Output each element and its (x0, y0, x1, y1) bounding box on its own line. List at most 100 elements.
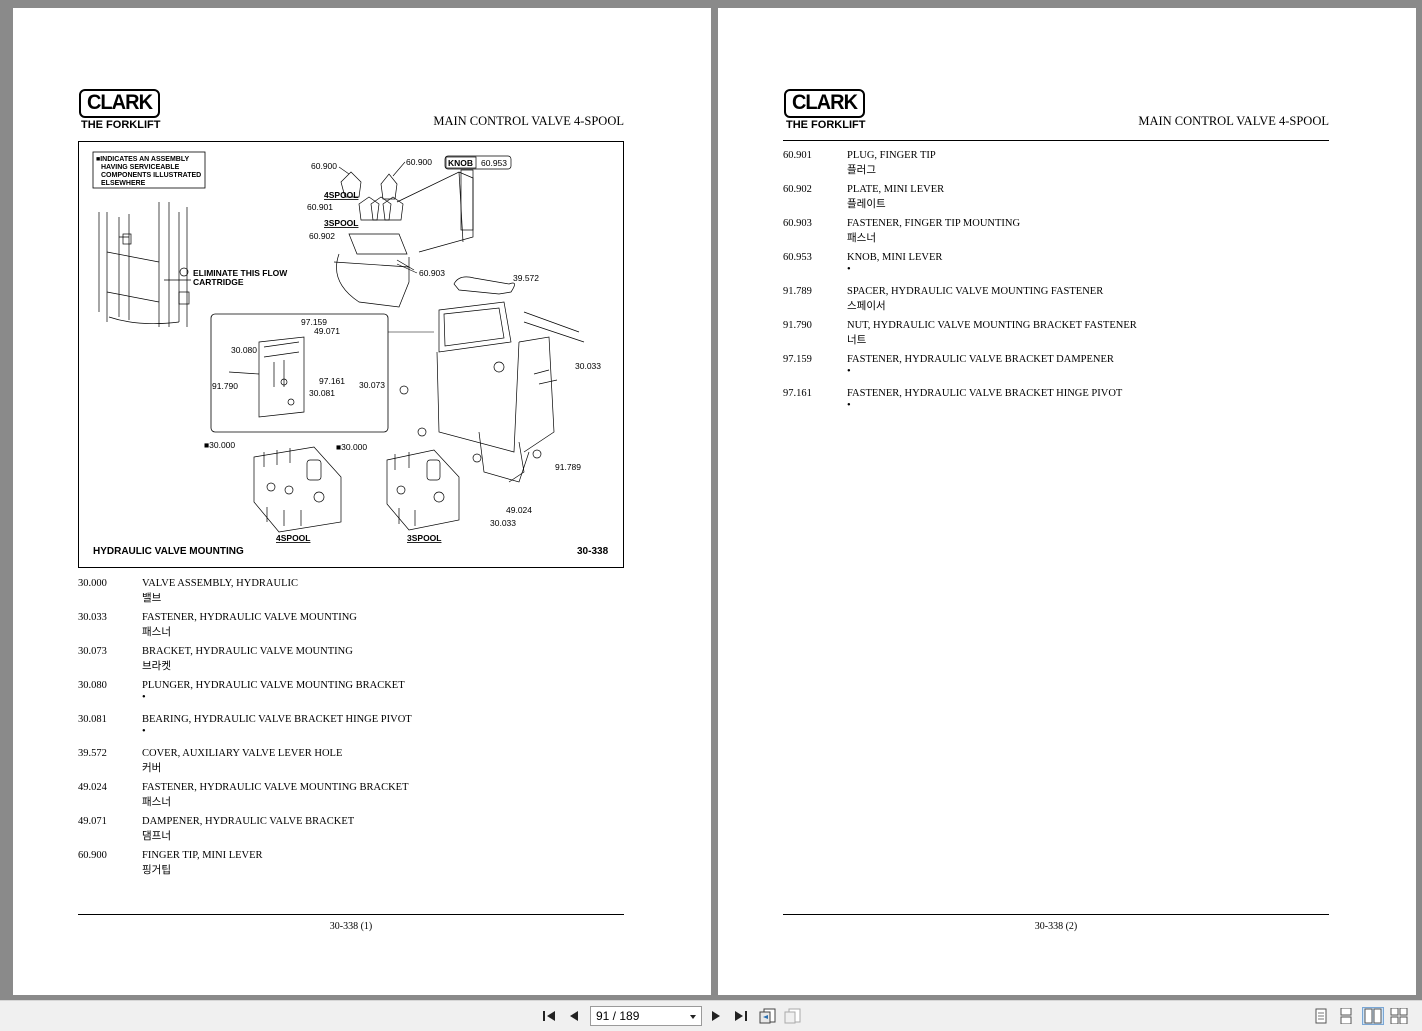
part-row: 30.033 FASTENER, HYDRAULIC VALVE MOUNTING… (78, 612, 598, 642)
page-title: MAIN CONTROL VALVE 4-SPOOL (1138, 114, 1329, 128)
facing-view-button[interactable] (1362, 1007, 1384, 1025)
part-korean-name: 패스너 (847, 233, 876, 244)
part-number: 60.902 (783, 184, 812, 195)
part-number: 30.080 (78, 680, 107, 691)
clark-logo: CLARK THE FORKLIFT (784, 89, 867, 133)
go-forward-button[interactable] (784, 1007, 802, 1025)
go-back-icon (759, 1008, 776, 1024)
part-korean-name: 브라켓 (142, 661, 171, 672)
part-korean-name: • (142, 726, 146, 737)
last-page-icon (735, 1011, 747, 1021)
label-4spool-bottom: 4SPOOL (276, 533, 310, 543)
page-title: MAIN CONTROL VALVE 4-SPOOL (433, 114, 624, 128)
logo-word: CLARK (86, 91, 153, 114)
label-4spool-top: 4SPOOL (324, 190, 358, 200)
callout-91789: 91.789 (555, 462, 581, 472)
part-number: 30.000 (78, 578, 107, 589)
part-korean-name: 핑거팁 (142, 865, 171, 876)
part-korean-name: 플러그 (847, 165, 876, 176)
callout-60900a: 60.900 (311, 161, 337, 171)
document-page-left: CLARK THE FORKLIFT MAIN CONTROL VALVE 4-… (13, 8, 711, 995)
header-rule (783, 140, 1329, 141)
callout-49024: 49.024 (506, 505, 532, 515)
first-page-icon (543, 1011, 555, 1021)
logo-subtitle: THE FORKLIFT (81, 119, 161, 131)
continuous-view-button[interactable] (1337, 1007, 1355, 1025)
label-3spool-top: 3SPOOL (324, 218, 358, 228)
part-korean-name: 커버 (142, 763, 162, 774)
part-number: 60.903 (783, 218, 812, 229)
next-page-button[interactable] (707, 1007, 725, 1025)
part-number: 30.081 (78, 714, 107, 725)
part-description: FASTENER, HYDRAULIC VALVE BRACKET HINGE … (847, 388, 1123, 399)
part-row: 97.161 FASTENER, HYDRAULIC VALVE BRACKET … (783, 388, 1303, 418)
viewer-toolbar: 91 / 189 (0, 1000, 1422, 1031)
legend-line-4: ELSEWHERE (101, 180, 146, 187)
part-korean-name: 패스너 (142, 797, 171, 808)
label-3spool-bottom: 3SPOOL (407, 533, 441, 543)
inset-box (210, 313, 389, 433)
part-description: FINGER TIP, MINI LEVER (142, 850, 263, 861)
document-page-right: CLARK THE FORKLIFT MAIN CONTROL VALVE 4-… (718, 8, 1416, 995)
valve-4spool-sketch (253, 446, 342, 533)
part-number: 97.161 (783, 388, 812, 399)
part-korean-name: • (142, 692, 146, 703)
first-page-button[interactable] (540, 1007, 558, 1025)
last-page-button[interactable] (732, 1007, 750, 1025)
callout-30000a: ■30.000 (204, 440, 235, 450)
continuous-icon (1340, 1008, 1352, 1024)
hydraulic-valve-figure: ■INDICATES AN ASSEMBLY HAVING SERVICEABL… (78, 141, 624, 568)
part-description: PLUG, FINGER TIP (847, 150, 936, 161)
part-korean-name: • (847, 264, 851, 275)
inset-bracket-sketch (228, 336, 305, 418)
part-description: FASTENER, FINGER TIP MOUNTING (847, 218, 1021, 229)
prev-page-icon (570, 1011, 578, 1021)
main-bracket-sketch (399, 276, 585, 483)
part-number: 97.159 (783, 354, 812, 365)
part-korean-name: 너트 (847, 335, 867, 346)
callout-30081: 30.081 (309, 388, 335, 398)
prev-page-button[interactable] (565, 1007, 583, 1025)
page-number-field[interactable]: 91 / 189 (590, 1006, 702, 1026)
part-row: 30.080 PLUNGER, HYDRAULIC VALVE MOUNTING … (78, 680, 598, 710)
part-korean-name: • (847, 366, 851, 377)
part-description: DAMPENER, HYDRAULIC VALVE BRACKET (142, 816, 355, 827)
note-line-2: CARTRIDGE (193, 277, 244, 287)
part-description: VALVE ASSEMBLY, HYDRAULIC (142, 578, 298, 589)
continuous-facing-view-button[interactable] (1390, 1007, 1408, 1025)
part-description: SPACER, HYDRAULIC VALVE MOUNTING FASTENE… (847, 286, 1104, 297)
callout-60901: 60.901 (307, 202, 333, 212)
callout-30080: 30.080 (231, 345, 257, 355)
single-page-view-button[interactable] (1312, 1007, 1330, 1025)
callout-91790: 91.790 (212, 381, 238, 391)
footer-page-number: 30-338 (2) (1034, 921, 1078, 932)
part-number: 30.033 (78, 612, 107, 623)
part-number: 39.572 (78, 748, 107, 759)
part-description: COVER, AUXILIARY VALVE LEVER HOLE (142, 748, 343, 759)
chevron-down-icon (690, 1015, 696, 1019)
part-number: 49.071 (78, 816, 107, 827)
callout-30033a: 30.033 (575, 361, 601, 371)
facing-icon (1364, 1008, 1382, 1024)
legend-box (92, 151, 206, 189)
footer-rule (78, 914, 624, 915)
part-description: FASTENER, HYDRAULIC VALVE MOUNTING (142, 612, 357, 623)
go-back-button[interactable] (759, 1007, 777, 1025)
figure-number: 30-338 (577, 546, 609, 557)
knob-label: KNOB (448, 158, 473, 168)
logo-box (79, 89, 160, 118)
footer-rule (783, 914, 1329, 915)
part-description: PLUNGER, HYDRAULIC VALVE MOUNTING BRACKE… (142, 680, 405, 691)
part-description: FASTENER, HYDRAULIC VALVE BRACKET DAMPEN… (847, 354, 1114, 365)
logo-subtitle: THE FORKLIFT (786, 119, 866, 131)
logo-word: CLARK (791, 91, 858, 114)
callout-49071: 49.071 (314, 326, 340, 336)
callout-30000b: ■30.000 (336, 442, 367, 452)
go-forward-icon (784, 1008, 801, 1024)
next-page-icon (712, 1011, 720, 1021)
